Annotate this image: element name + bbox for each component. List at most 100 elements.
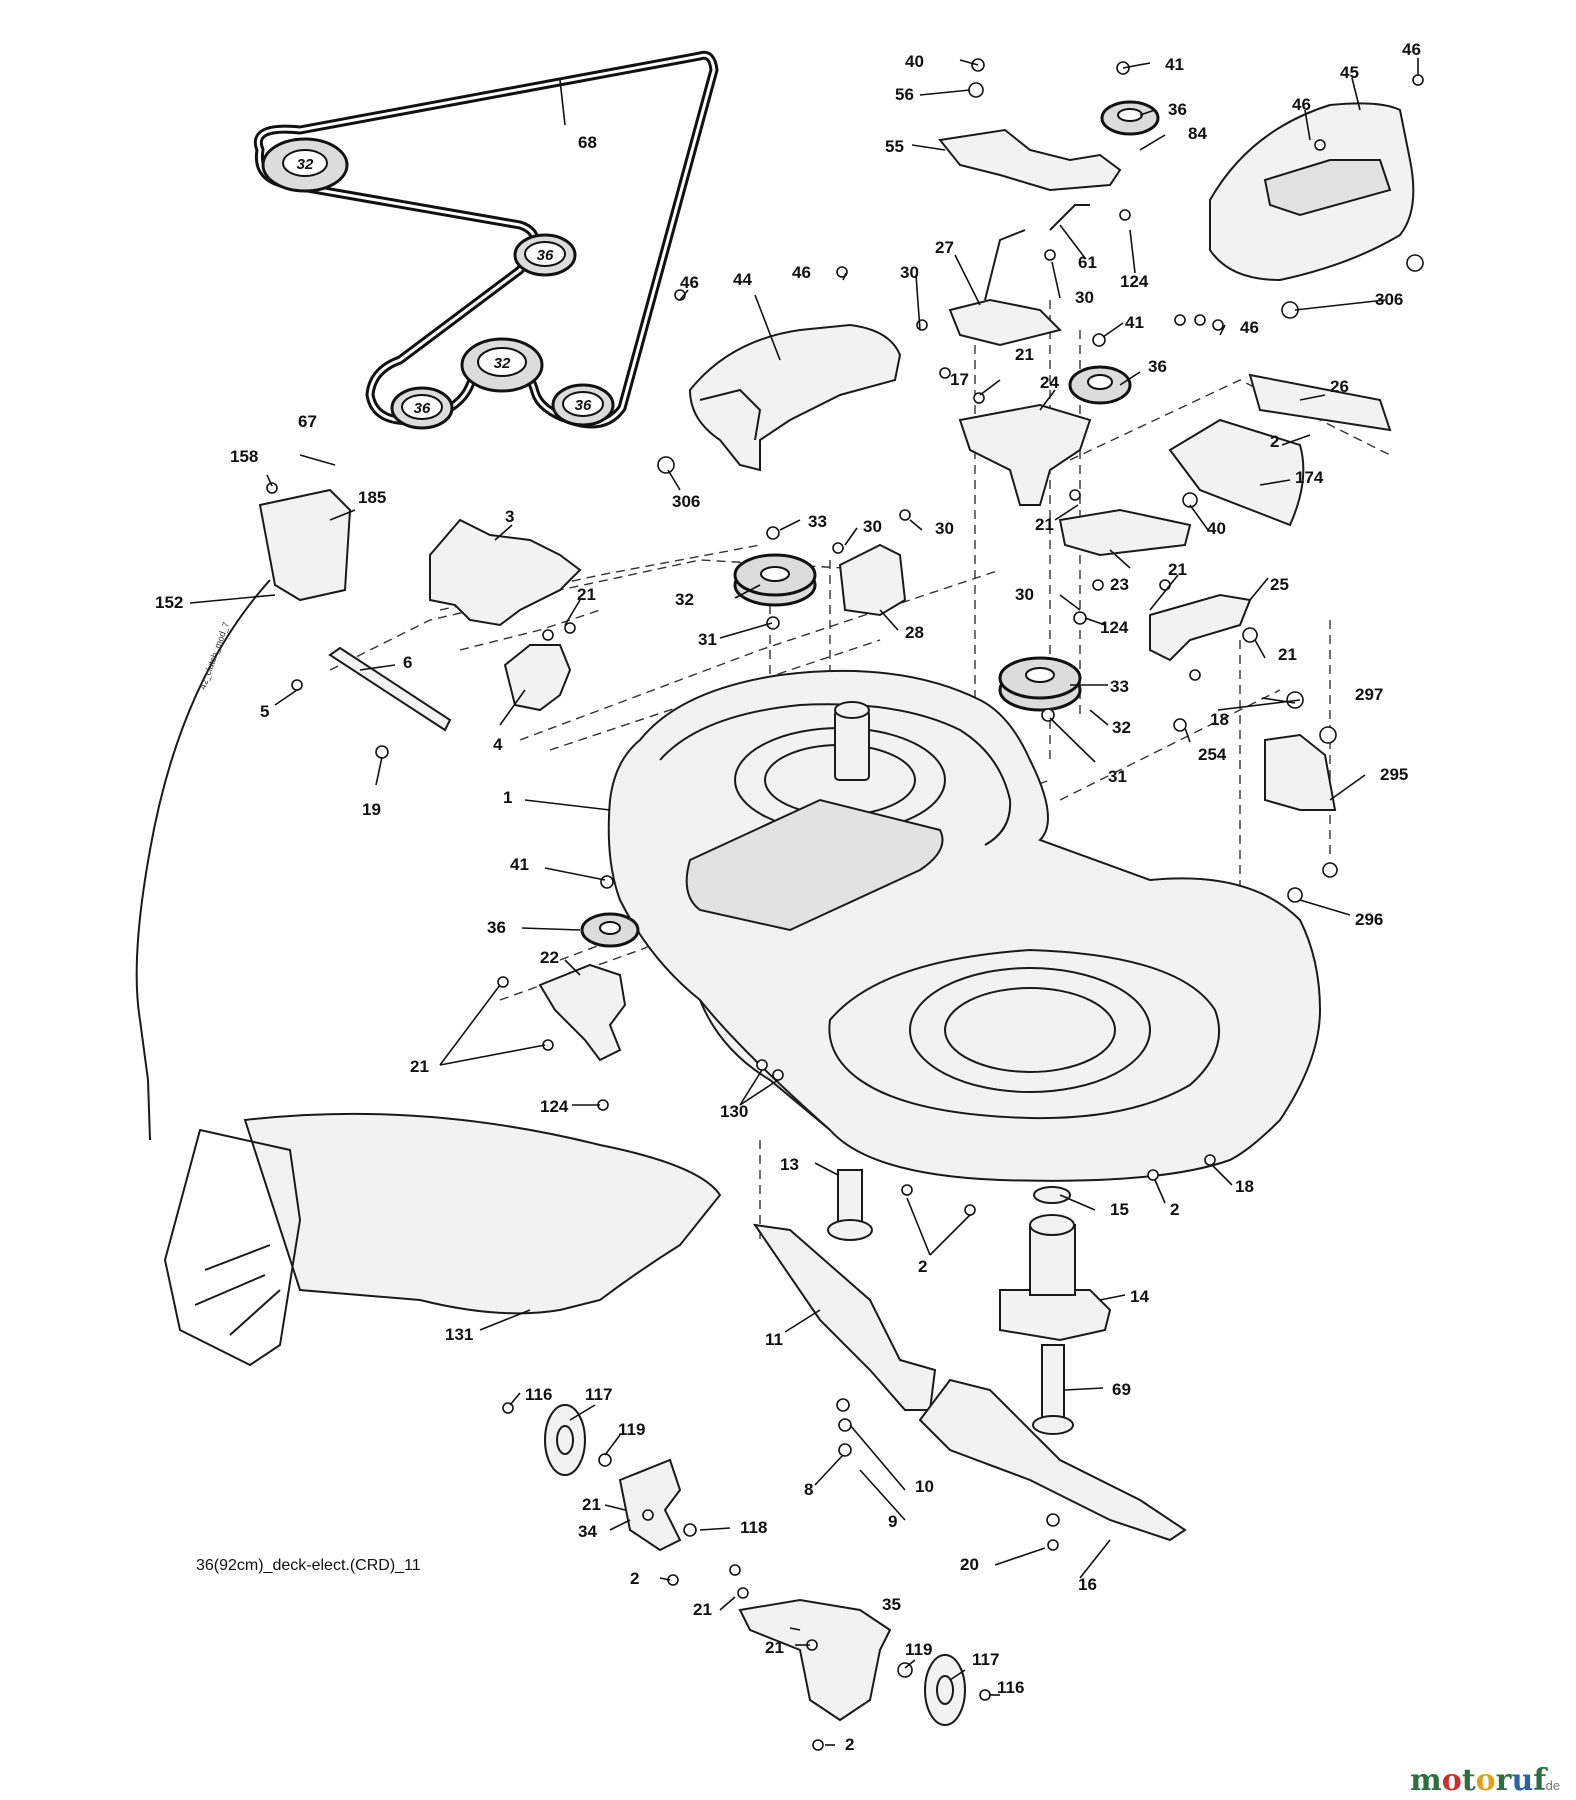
bracket-28: [838, 543, 907, 617]
callout-5: 5: [260, 702, 269, 721]
callout-21: 21: [410, 1057, 429, 1076]
discharge-chute: [164, 1112, 722, 1366]
callout-26: 26: [1330, 377, 1349, 396]
callout-2: 2: [918, 1257, 927, 1276]
callout-18: 18: [1235, 1177, 1254, 1196]
callout-69: 69: [1112, 1380, 1131, 1399]
callout-131: 131: [445, 1325, 473, 1344]
callout-numbers: 68 40 41 46 56 36 84 55 45 46 61 27 124 …: [155, 40, 1421, 1754]
belt-cover-left: [688, 323, 902, 472]
callout-117: 117: [972, 1650, 999, 1669]
wheel-assembly-upper: [544, 1404, 682, 1552]
svg-text:motoruf: motoruf: [1410, 1763, 1548, 1798]
callout-21: 21: [1015, 345, 1034, 364]
top-bracket-55: [938, 100, 1160, 192]
bracket-25: [1149, 593, 1252, 662]
callout-24: 24: [1040, 373, 1059, 392]
belt-pulley-5: 36: [551, 383, 615, 427]
callout-124: 124: [540, 1097, 569, 1116]
cable-label: 42_clutch_mod_7: [197, 620, 231, 690]
callout-116: 116: [525, 1385, 552, 1404]
callout-67: 67: [298, 412, 317, 431]
callout-130: 130: [720, 1102, 748, 1121]
bracket-22: [538, 912, 640, 1062]
belt-pulley-4: 36: [390, 386, 454, 430]
callout-21: 21: [582, 1495, 601, 1514]
callout-13: 13: [780, 1155, 799, 1174]
callout-46: 46: [1292, 95, 1311, 114]
callout-33: 33: [808, 512, 827, 531]
callout-1: 1: [503, 788, 512, 807]
belt-pulley-1: 32: [261, 137, 349, 193]
callout-36: 36: [487, 918, 506, 937]
callout-8: 8: [804, 1480, 813, 1499]
callout-117: 117: [585, 1385, 612, 1404]
idler-bracket-27: [948, 204, 1090, 347]
callout-185: 185: [358, 488, 386, 507]
blade-11: [752, 1223, 937, 1411]
clutch-cable: 42_clutch_mod_7: [135, 488, 352, 1141]
pulley-assembly-32: [733, 553, 817, 607]
pulley-assembly-33: [998, 656, 1082, 712]
watermark-letter: f: [1533, 1763, 1548, 1798]
callout-118: 118: [740, 1518, 767, 1537]
callout-15: 15: [1110, 1200, 1129, 1219]
callout-31: 31: [698, 630, 717, 649]
callout-21: 21: [693, 1600, 712, 1619]
callout-68: 68: [578, 133, 597, 152]
callout-10: 10: [915, 1477, 934, 1496]
callout-55: 55: [885, 137, 904, 156]
belt-pulley-2: 36: [513, 233, 577, 277]
belt-pulley-label: 32: [494, 355, 511, 372]
callout-4: 4: [493, 735, 503, 754]
callout-22: 22: [540, 948, 559, 967]
bracket-4: [503, 644, 572, 712]
belt-pulley-label: 36: [414, 400, 431, 417]
callout-6: 6: [403, 653, 412, 672]
spindle-housing-14: [999, 1186, 1112, 1342]
callout-20: 20: [960, 1555, 979, 1574]
callout-36: 36: [1168, 100, 1187, 119]
callout-46: 46: [1240, 318, 1259, 337]
belt-cover-right: [1209, 102, 1415, 282]
callout-30: 30: [935, 519, 954, 538]
callout-40: 40: [1207, 519, 1226, 538]
callout-41: 41: [510, 855, 529, 874]
callout-41: 41: [1165, 55, 1184, 74]
callout-32: 32: [1112, 718, 1131, 737]
idler-bracket-24: [958, 365, 1132, 506]
callout-23: 23: [1110, 575, 1129, 594]
callout-61: 61: [1078, 253, 1097, 272]
callout-leaders: [189, 58, 1419, 1746]
callout-30: 30: [1075, 288, 1094, 307]
callout-25: 25: [1270, 575, 1289, 594]
callout-254: 254: [1198, 745, 1227, 764]
belt-pulley-label: 36: [575, 397, 592, 414]
spindle-69: [1032, 1344, 1074, 1435]
callout-3: 3: [505, 507, 514, 526]
callout-2: 2: [1270, 432, 1279, 451]
watermark-letter: r: [1496, 1763, 1513, 1798]
callout-2: 2: [1170, 1200, 1179, 1219]
spindle-13: [827, 1169, 873, 1241]
callout-14: 14: [1130, 1287, 1149, 1306]
bracket-23: [1058, 508, 1192, 557]
callout-27: 27: [935, 238, 954, 257]
callout-21: 21: [1035, 515, 1054, 534]
hardware: [266, 58, 1424, 1751]
callout-119: 119: [905, 1640, 932, 1659]
callout-56: 56: [895, 85, 914, 104]
belt-pulleys: 32 36 32 36 36: [261, 137, 615, 430]
belt-pulley-label: 32: [297, 156, 314, 173]
callout-297: 297: [1355, 685, 1383, 704]
link-6: [328, 646, 452, 732]
wheel-assembly-lower: [738, 1598, 966, 1726]
callout-41: 41: [1125, 313, 1144, 332]
callout-31: 31: [1108, 767, 1127, 786]
watermark-suffix: .de: [1542, 1778, 1560, 1793]
callout-11: 11: [765, 1330, 783, 1349]
callout-46: 46: [680, 273, 699, 292]
diagram-caption: 36(92cm)_deck-elect.(CRD)_11: [196, 1557, 421, 1574]
callout-296: 296: [1355, 910, 1383, 929]
watermark-letter: t: [1462, 1763, 1476, 1798]
